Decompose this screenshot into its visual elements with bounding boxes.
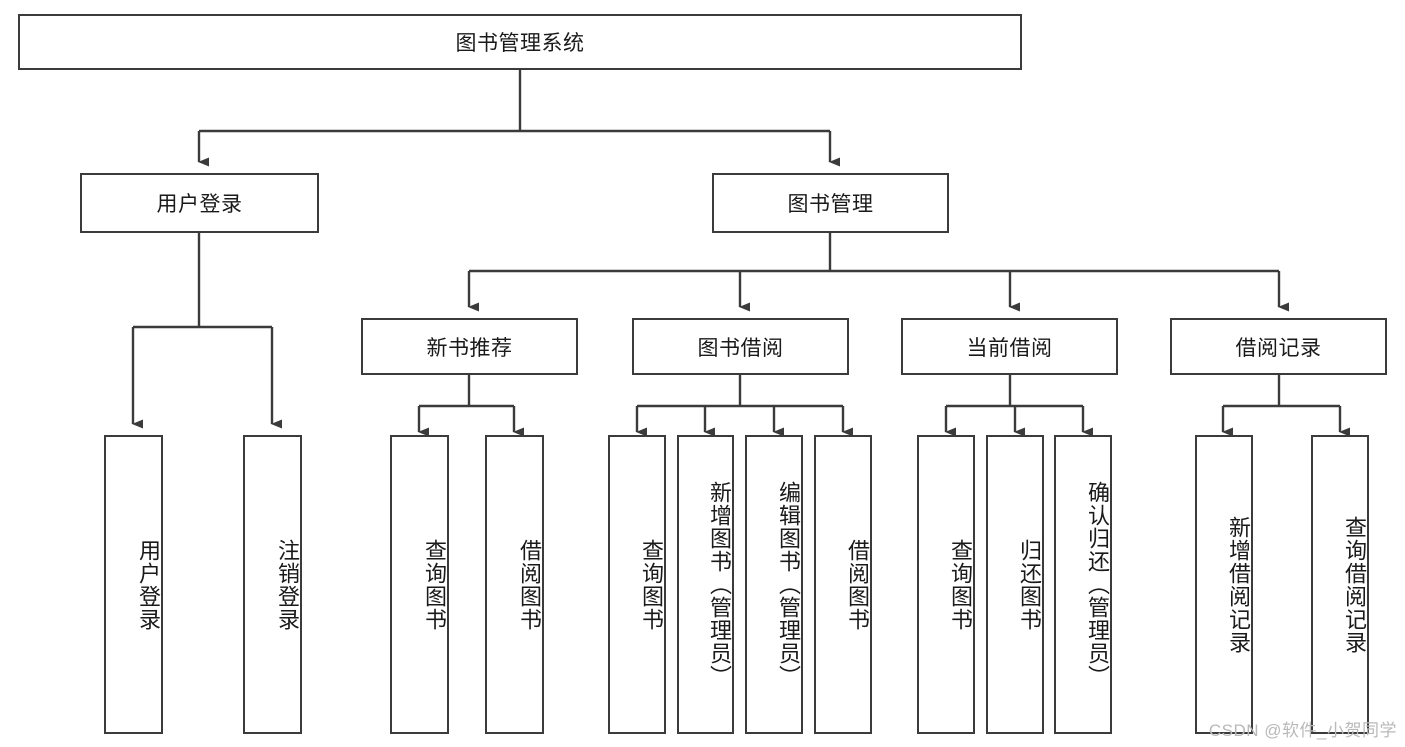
leaf-edit-book-admin[interactable]: 编辑图书（管理员） [745,435,803,734]
node-label: 新书推荐 [426,336,513,360]
node-label: 查询借阅记录 [1342,515,1367,654]
leaf-query-book-current[interactable]: 查询图书 [917,435,975,734]
leaf-confirm-return-admin[interactable]: 确认归还（管理员） [1054,435,1112,734]
leaf-user-login[interactable]: 用户登录 [104,435,163,734]
node-user-login[interactable]: 用户登录 [80,173,319,233]
node-current-borrow[interactable]: 当前借阅 [901,318,1118,375]
node-new-book-recommend[interactable]: 新书推荐 [361,318,578,375]
leaf-borrow-book[interactable]: 借阅图书 [814,435,872,734]
leaf-add-book-admin[interactable]: 新增图书（管理员） [677,435,734,734]
node-label: 新增图书（管理员） [707,481,732,688]
node-borrow-record[interactable]: 借阅记录 [1170,318,1387,375]
leaf-query-book-recommend[interactable]: 查询图书 [390,435,449,734]
node-label: 新增借阅记录 [1226,515,1251,654]
node-label: 归还图书 [1017,538,1042,631]
leaf-query-borrow-record[interactable]: 查询借阅记录 [1311,435,1369,734]
node-label: 借阅图书 [845,538,870,631]
node-label: 当前借阅 [966,336,1053,360]
node-label: 借阅图书 [517,538,542,631]
node-root-book-management-system[interactable]: 图书管理系统 [18,14,1022,70]
node-label: 用户登录 [136,538,161,631]
leaf-return-book[interactable]: 归还图书 [986,435,1044,734]
node-book-management[interactable]: 图书管理 [712,173,949,233]
node-label: 图书管理 [787,193,874,216]
leaf-user-logout[interactable]: 注销登录 [243,435,302,734]
leaf-add-borrow-record[interactable]: 新增借阅记录 [1195,435,1253,734]
node-book-borrow[interactable]: 图书借阅 [632,318,849,375]
node-label: 注销登录 [275,538,300,631]
node-label: 确认归还（管理员） [1085,481,1110,688]
leaf-query-book-borrow[interactable]: 查询图书 [608,435,666,734]
node-label: 用户登录 [156,193,243,216]
node-label: 图书借阅 [697,336,784,360]
node-label: 查询图书 [639,538,664,631]
node-label: 借阅记录 [1235,336,1322,360]
node-label: 查询图书 [422,538,447,631]
node-label: 图书管理系统 [455,32,585,55]
leaf-borrow-book-recommend[interactable]: 借阅图书 [485,435,544,734]
node-label: 编辑图书（管理员） [776,481,801,688]
node-label: 查询图书 [948,538,973,631]
